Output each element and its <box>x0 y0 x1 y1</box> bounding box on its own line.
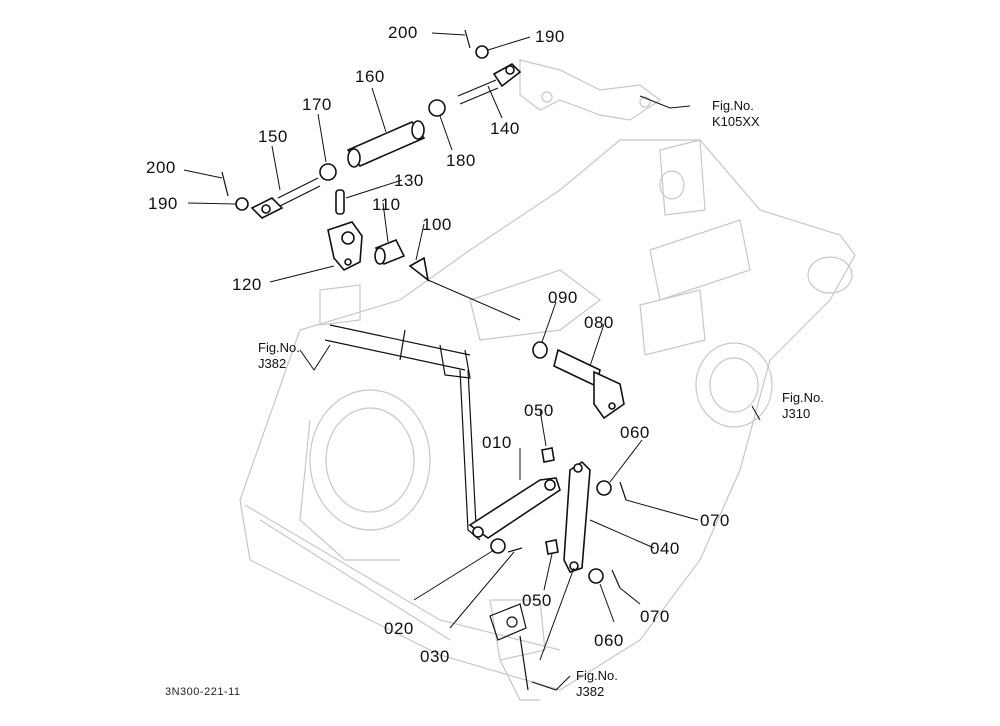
part-label-180: 180 <box>446 151 476 170</box>
part-label-190-left: 190 <box>148 194 178 213</box>
drawing-code: 3N300-221-11 <box>165 686 241 698</box>
nut-180 <box>428 99 446 117</box>
part-label-040: 040 <box>650 539 680 558</box>
shaft-080 <box>553 348 625 420</box>
part-label-130: 130 <box>394 171 424 190</box>
pipe-160 <box>346 120 426 168</box>
nut-170 <box>319 163 337 181</box>
part-label-170: 170 <box>302 95 332 114</box>
part-label-020: 020 <box>384 619 414 638</box>
figure-ref-j382-bottom[interactable]: Fig.No. J382 <box>576 668 618 700</box>
part-label-050-bottom: 050 <box>522 591 552 610</box>
pin-070-top <box>619 481 627 501</box>
pin-070-bottom <box>611 569 621 589</box>
engine-housing-outline <box>239 59 856 701</box>
part-label-010: 010 <box>482 433 512 452</box>
bottom-bracket <box>489 603 529 691</box>
part-label-200: 200 <box>388 23 418 42</box>
part-label-110: 110 <box>372 195 401 214</box>
part-label-140: 140 <box>490 119 520 138</box>
washer-020 <box>490 538 506 554</box>
pin-050-bottom <box>545 539 559 555</box>
washer-190-left <box>235 197 249 211</box>
leader-lines <box>183 32 761 691</box>
arm-010 <box>468 477 561 539</box>
part-label-030: 030 <box>420 647 450 666</box>
figure-ref-number: J310 <box>782 406 811 421</box>
pin-050-top <box>541 447 555 463</box>
figure-ref-j382-left[interactable]: Fig.No. J382 <box>258 340 300 372</box>
part-label-150: 150 <box>258 127 288 146</box>
figure-ref-number: J382 <box>258 356 287 371</box>
part-label-070: 070 <box>700 511 730 530</box>
rod-end-140 <box>457 63 522 105</box>
control-shaft <box>324 324 481 541</box>
part-label-060-bottom: 060 <box>594 631 624 650</box>
part-label-070-bottom: 070 <box>640 607 670 626</box>
cone-100 <box>408 256 430 282</box>
part-label-160: 160 <box>355 67 385 86</box>
figure-ref-title: Fig.No. <box>258 340 300 355</box>
figure-ref-k105xx[interactable]: Fig.No. K105XX <box>712 98 760 130</box>
link-040 <box>563 460 591 573</box>
part-label-090: 090 <box>548 288 578 307</box>
pin-200-top <box>464 29 471 49</box>
figure-ref-number: J382 <box>576 684 605 699</box>
figure-ref-title: Fig.No. <box>712 98 754 113</box>
part-label-200-left: 200 <box>146 158 176 177</box>
part-label-050: 050 <box>524 401 554 420</box>
figure-ref-title: Fig.No. <box>782 390 824 405</box>
washer-060-bottom <box>588 568 604 584</box>
part-label-100: 100 <box>422 215 452 234</box>
oring-090 <box>532 341 548 359</box>
pin-130 <box>335 189 345 215</box>
part-label-080: 080 <box>584 313 614 332</box>
pin-200-left <box>221 171 229 197</box>
pin-030 <box>507 547 523 553</box>
part-label-120: 120 <box>232 275 262 294</box>
rod-end-150 <box>250 177 321 219</box>
figure-ref-title: Fig.No. <box>576 668 618 683</box>
washer-190-top <box>475 45 489 59</box>
washer-060-top <box>596 480 612 496</box>
part-label-190: 190 <box>535 27 565 46</box>
figure-ref-number: K105XX <box>712 114 760 129</box>
bush-110 <box>374 238 406 266</box>
lever-120 <box>327 221 363 271</box>
part-label-060: 060 <box>620 423 650 442</box>
figure-ref-j310[interactable]: Fig.No. J310 <box>782 390 824 422</box>
